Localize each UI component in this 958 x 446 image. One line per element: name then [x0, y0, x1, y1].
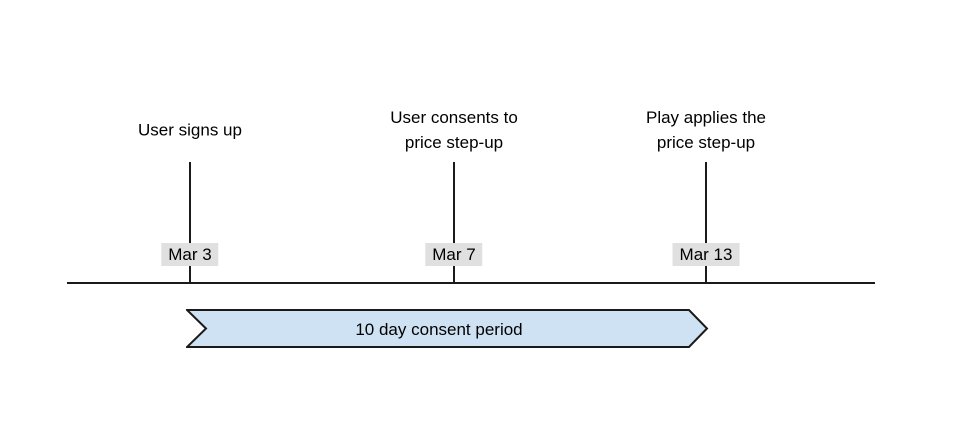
event-tick — [189, 162, 191, 283]
timeline-axis — [67, 282, 875, 284]
event-tick — [705, 162, 707, 283]
event-date-badge: Mar 13 — [672, 243, 740, 266]
consent-period-label: 10 day consent period — [355, 319, 523, 339]
event-label: User signs up — [138, 120, 242, 140]
event-tick — [453, 162, 455, 283]
event-label: Play applies the price step-up — [645, 108, 767, 152]
consent-period-banner-shape — [186, 309, 709, 348]
event-date-badge: Mar 3 — [161, 243, 219, 266]
event-date-badge: Mar 7 — [425, 243, 483, 266]
event-label: User consents to price step-up — [390, 108, 518, 152]
chevron-banner-polygon — [186, 309, 709, 348]
